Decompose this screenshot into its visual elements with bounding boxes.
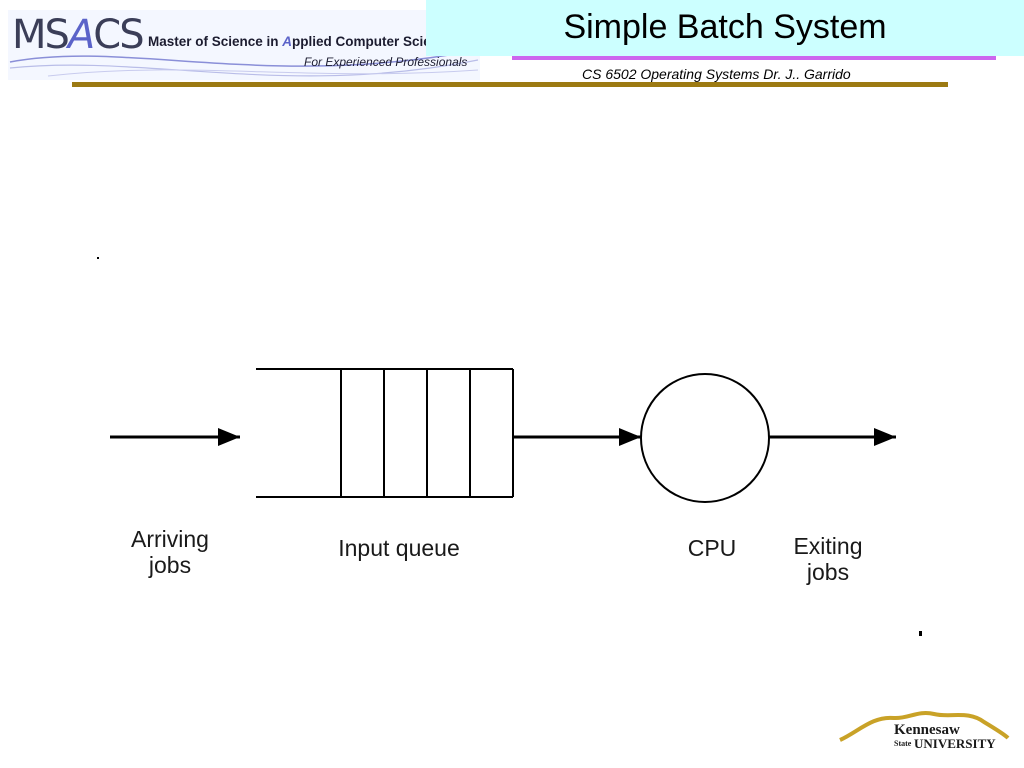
logo-program-name: Master of Science in Applied Computer Sc…: [148, 34, 426, 49]
logo-cs-text: CS: [93, 12, 144, 58]
arriving-line1: Arriving: [131, 526, 209, 552]
input-queue-shape: [256, 368, 514, 498]
stray-dot: [97, 257, 99, 259]
header-divider: [72, 82, 948, 87]
logo-acronym: MSACS: [12, 12, 145, 58]
title-underline: [512, 56, 996, 60]
cpu-circle: [640, 373, 770, 503]
slide-title: Simple Batch System: [563, 8, 887, 46]
logo-a-text: A: [67, 12, 95, 58]
title-background: [426, 0, 1024, 56]
course-caption: CS 6502 Operating Systems Dr. J.. Garrid…: [582, 66, 851, 82]
kennesaw-logo: Kennesaw State UNIVERSITY: [838, 708, 1010, 760]
msacs-logo: [8, 10, 480, 80]
stray-dot: [919, 631, 922, 636]
logo-ms-text: MS: [12, 12, 70, 58]
arriving-jobs-label: Arriving jobs: [100, 526, 240, 578]
ksu-name-line1: Kennesaw: [894, 722, 960, 738]
logo-tagline: For Experienced Professionals: [304, 55, 468, 69]
cpu-label: CPU: [687, 535, 737, 561]
mountain-icon: [839, 711, 1010, 742]
exiting-jobs-label: Exiting jobs: [758, 533, 898, 585]
ksu-university: UNIVERSITY: [914, 736, 996, 751]
logo-full-post: pplied Computer Science: [292, 34, 426, 49]
logo-swoosh: [9, 49, 479, 77]
ksu-state: State: [894, 739, 912, 748]
input-queue-label: Input queue: [338, 535, 460, 561]
exiting-line1: Exiting: [793, 533, 863, 559]
logo-full-a: A: [282, 34, 293, 49]
logo-full-pre: Master of Science in: [148, 34, 283, 49]
exiting-line2: jobs: [806, 559, 850, 585]
arriving-line2: jobs: [148, 552, 192, 578]
